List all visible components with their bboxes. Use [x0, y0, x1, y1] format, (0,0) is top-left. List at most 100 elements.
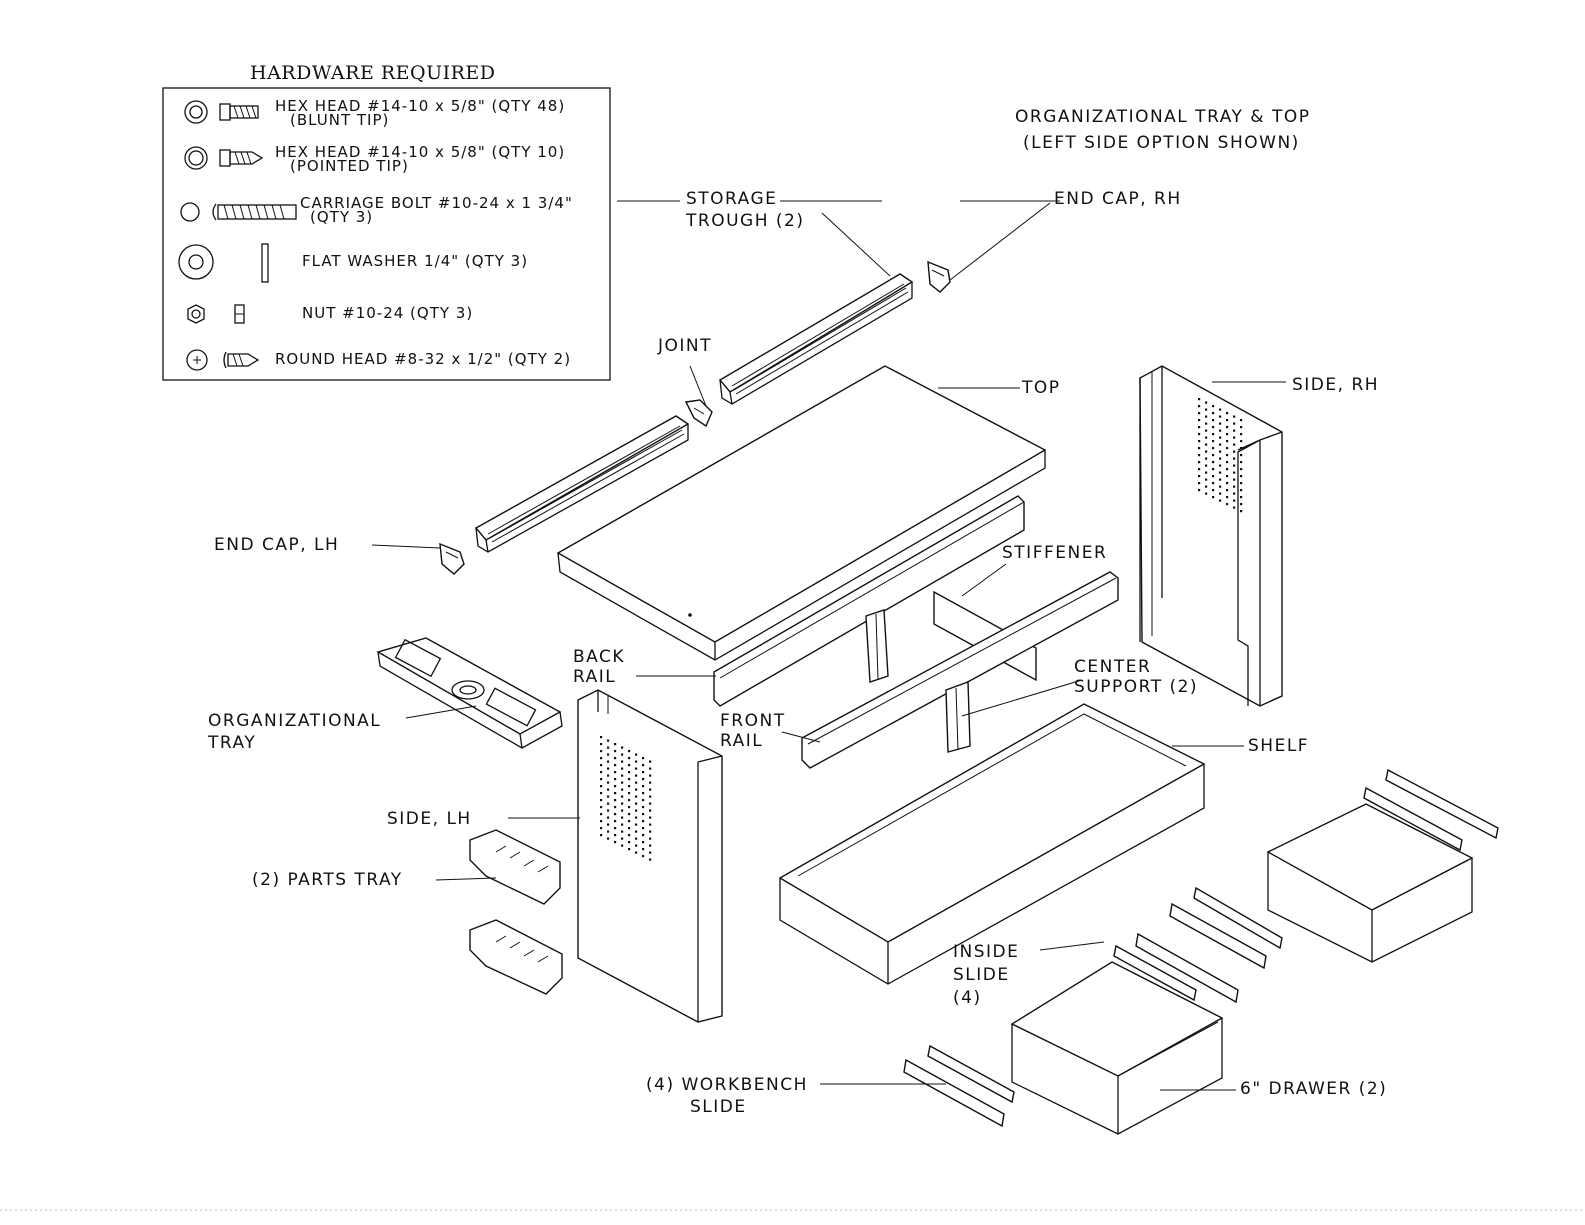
perforation-hole — [635, 788, 638, 791]
perforation-hole — [1212, 461, 1215, 464]
perforation-hole — [1233, 457, 1236, 460]
caption-line-1: ORGANIZATIONAL TRAY & TOP — [1015, 107, 1310, 127]
perforation-hole — [649, 816, 652, 819]
perforation-hole — [649, 774, 652, 777]
perforation-hole — [642, 834, 645, 837]
drawer-lower — [1010, 961, 1224, 1135]
perforation-hole — [1212, 482, 1215, 485]
perforation-hole — [1205, 422, 1208, 425]
perforation-hole — [642, 848, 645, 851]
label-inside-slide-1: INSIDE — [953, 942, 1019, 962]
perforation-hole — [621, 774, 624, 777]
label-org-tray-1: ORGANIZATIONAL — [208, 711, 381, 731]
perforation-hole — [614, 813, 617, 816]
perforation-hole — [1233, 485, 1236, 488]
perforation-hole — [649, 767, 652, 770]
hardware-item-3-line2: (QTY 3) — [310, 208, 373, 226]
perforation-hole — [1240, 496, 1243, 499]
label-end-cap-rh: END CAP, RH — [1054, 189, 1182, 209]
perforation-hole — [642, 855, 645, 858]
shelf-part — [778, 703, 1206, 985]
perforation-hole — [1226, 426, 1229, 429]
label-shelf: SHELF — [1248, 736, 1309, 756]
perforation-hole — [628, 820, 631, 823]
perforation-hole — [1226, 454, 1229, 457]
perforation-hole — [642, 813, 645, 816]
perforation-hole — [1240, 482, 1243, 485]
label-end-cap-lh: END CAP, LH — [214, 535, 339, 555]
label-drawer: 6" DRAWER (2) — [1240, 1079, 1387, 1099]
storage-trough-upper — [718, 273, 914, 405]
perforation-hole — [649, 809, 652, 812]
perforation-hole — [628, 834, 631, 837]
perforation-hole — [628, 827, 631, 830]
perforation-hole — [635, 830, 638, 833]
perforation-hole — [649, 788, 652, 791]
caption-line-2: (LEFT SIDE OPTION SHOWN) — [1023, 133, 1300, 153]
perforation-hole — [1198, 433, 1201, 436]
perforation-hole — [1233, 464, 1236, 467]
perforation-hole — [642, 757, 645, 760]
perforation-hole — [628, 841, 631, 844]
perforation-hole — [1226, 433, 1229, 436]
perforation-hole — [1233, 422, 1236, 425]
drawer-upper — [1266, 803, 1474, 963]
perforation-hole — [1226, 475, 1229, 478]
label-workbench-slide-1: (4) WORKBENCH — [646, 1075, 808, 1095]
perforation-hole — [635, 767, 638, 770]
perforation-hole — [621, 760, 624, 763]
perforation-hole — [1233, 415, 1236, 418]
perforation-hole — [1240, 510, 1243, 513]
perforation-hole — [1212, 412, 1215, 415]
perforation-hole — [628, 771, 631, 774]
perforation-hole — [628, 764, 631, 767]
perforation-hole — [621, 753, 624, 756]
hardware-item-3-line1: CARRIAGE BOLT #10-24 x 1 3/4" — [300, 194, 573, 212]
hardware-item-6-line1: ROUND HEAD #8-32 x 1/2" (QTY 2) — [275, 350, 571, 368]
perforation-hole — [1240, 454, 1243, 457]
center-support-part-1 — [865, 609, 889, 683]
perforation-hole — [635, 781, 638, 784]
perforation-hole — [1205, 478, 1208, 481]
perforation-hole — [628, 813, 631, 816]
perforation-hole — [621, 781, 624, 784]
parts-tray-lower — [469, 919, 563, 995]
perforation-hole — [614, 792, 617, 795]
inside-slides — [1113, 768, 1499, 1002]
perforation-hole — [1219, 499, 1222, 502]
perforation-hole — [1205, 450, 1208, 453]
perforation-hole — [1233, 450, 1236, 453]
label-front-rail-1: FRONT — [720, 711, 786, 731]
perforation-hole — [642, 785, 645, 788]
perforation-hole — [1233, 429, 1236, 432]
perforation-hole — [614, 743, 617, 746]
perforation-hole — [607, 809, 610, 812]
perforation-hole — [1198, 482, 1201, 485]
perforation-hole — [628, 778, 631, 781]
hardware-panel: HARDWARE REQUIRED HEX HEAD #14-10 x 5/8"… — [162, 62, 611, 381]
perforation-hole — [642, 820, 645, 823]
label-top: TOP — [1021, 378, 1061, 398]
perforation-hole — [614, 841, 617, 844]
perforation-hole — [1226, 489, 1229, 492]
perforation-hole — [621, 830, 624, 833]
perforation-hole — [649, 851, 652, 854]
perforation-hole — [628, 848, 631, 851]
perforation-hole — [607, 781, 610, 784]
leader-lines — [371, 200, 1286, 1091]
perforation-hole — [607, 795, 610, 798]
perforation-hole — [1219, 492, 1222, 495]
perforation-hole — [628, 799, 631, 802]
top-panel — [556, 365, 1047, 661]
hardware-item-2-line1: HEX HEAD #14-10 x 5/8" (QTY 10) — [275, 143, 565, 161]
perforation-hole — [614, 764, 617, 767]
perforation-hole — [628, 757, 631, 760]
perforation-hole — [621, 795, 624, 798]
perforation-hole — [1219, 415, 1222, 418]
perforation-hole — [642, 827, 645, 830]
hardware-box — [162, 87, 611, 381]
nut-icon — [187, 304, 245, 324]
flat-washer-icon — [178, 243, 269, 283]
perforation-hole — [1205, 457, 1208, 460]
perforation-hole — [1219, 471, 1222, 474]
